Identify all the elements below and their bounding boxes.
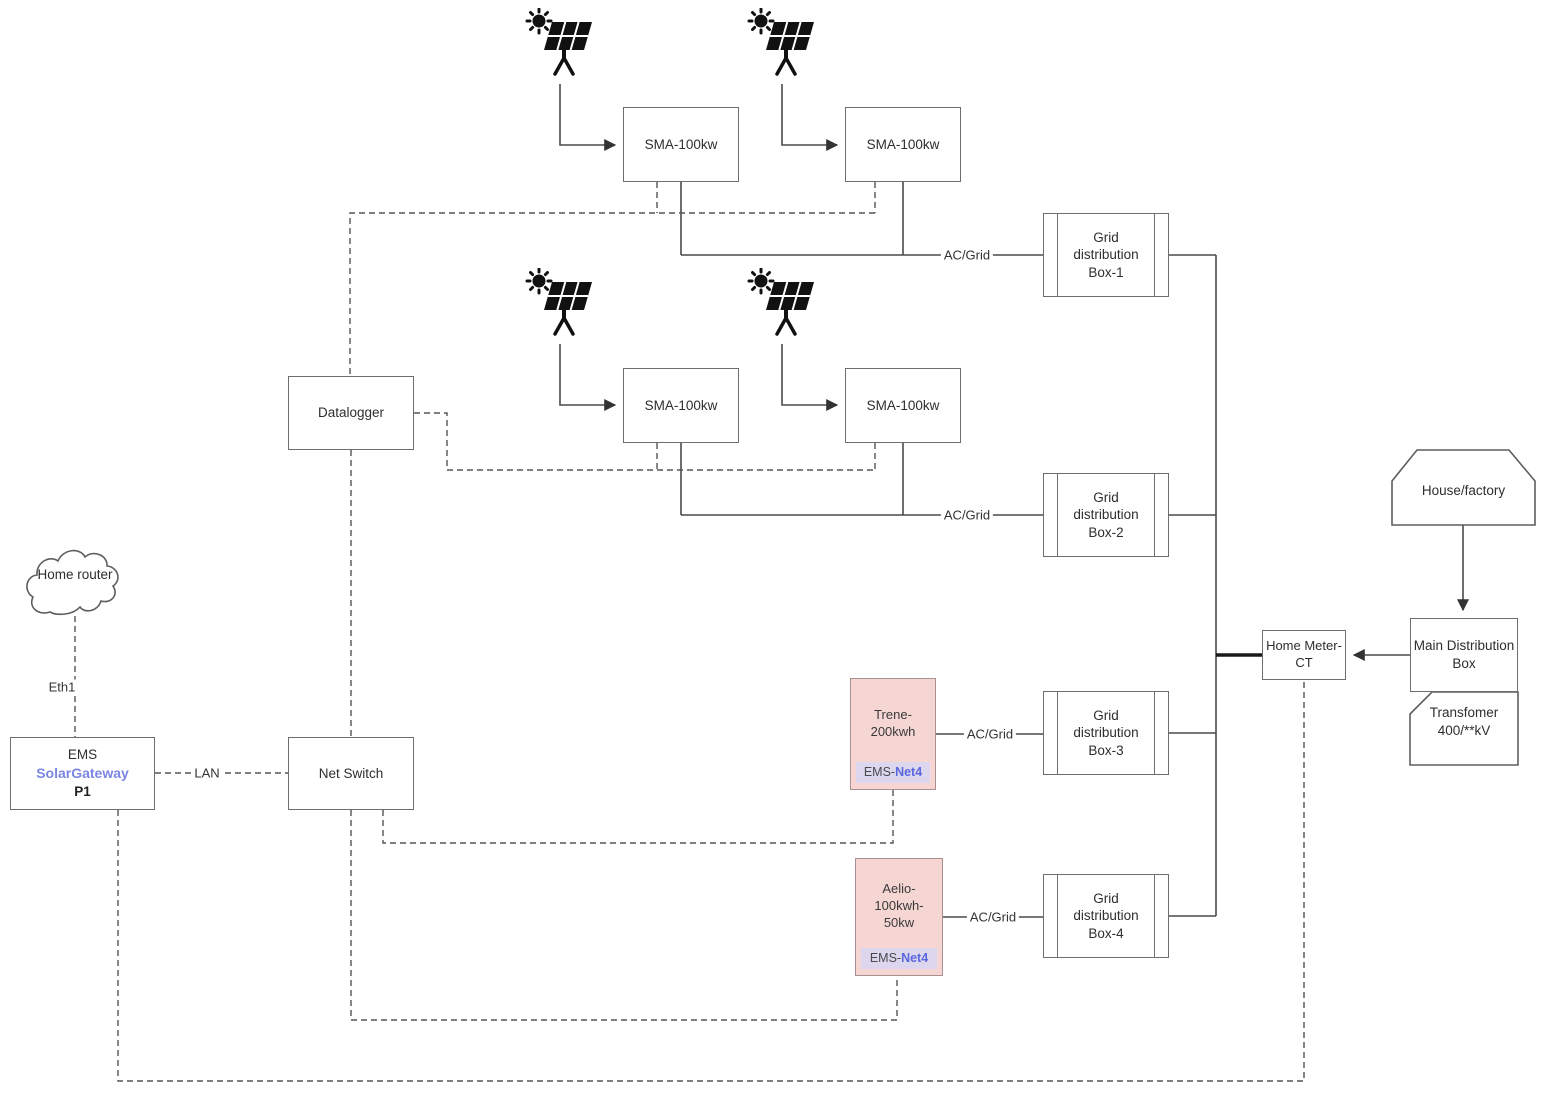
- ems-solargateway-box: EMS SolarGateway P1: [10, 737, 155, 810]
- grid-box-label: Grid distribution Box-4: [1073, 890, 1139, 941]
- ems-prefix: EMS-: [869, 951, 902, 966]
- power-wires: [680, 182, 1262, 918]
- house-factory-shape: [1391, 449, 1536, 526]
- grid-box-label: Grid distribution Box-3: [1073, 707, 1139, 758]
- flow-arrows: [559, 84, 1469, 661]
- battery-name: Aelio-100kwh-50kw: [874, 881, 924, 930]
- eth1-label: Eth1: [45, 679, 79, 695]
- ems-net-label: Net4: [901, 951, 929, 966]
- grid-distribution-box-2: Grid distribution Box-2: [1043, 473, 1169, 557]
- main-distribution-box: Main Distribution Box: [1410, 618, 1518, 692]
- home-meter-label: Home Meter-CT: [1266, 638, 1342, 670]
- lan-label: LAN: [191, 765, 223, 781]
- home-meter-ct-box: Home Meter-CT: [1262, 630, 1346, 680]
- inverter-sma-3: SMA-100kw: [623, 368, 739, 443]
- grid-distribution-box-1: Grid distribution Box-1: [1043, 213, 1169, 297]
- grid-box-label: Grid distribution Box-2: [1073, 489, 1139, 540]
- ac-grid-label-4: AC/Grid: [966, 909, 1020, 925]
- main-distribution-label: Main Distribution Box: [1413, 638, 1515, 671]
- inverter-label: SMA-100kw: [644, 136, 718, 152]
- datalogger-label: Datalogger: [317, 405, 385, 421]
- battery-trene: Trene-200kwh EMS-Net4: [850, 678, 936, 790]
- p1-label: P1: [74, 783, 91, 799]
- grid-box-label: Grid distribution Box-1: [1073, 229, 1139, 280]
- inverter-label: SMA-100kw: [866, 397, 940, 413]
- net-switch-label: Net Switch: [318, 765, 384, 781]
- solar-panel-icon: [747, 8, 816, 76]
- ems-label: EMS: [67, 746, 98, 762]
- solar-panel-icon: [747, 268, 816, 336]
- network-wires-dashed: [74, 182, 1305, 1082]
- ac-grid-label-1: AC/Grid: [940, 247, 994, 263]
- inverter-sma-2: SMA-100kw: [845, 107, 961, 182]
- inverter-label: SMA-100kw: [644, 397, 718, 413]
- inverter-sma-1: SMA-100kw: [623, 107, 739, 182]
- battery-ems-net-badge: EMS-Net4: [856, 762, 930, 783]
- grid-distribution-box-4: Grid distribution Box-4: [1043, 874, 1169, 958]
- grid-distribution-box-3: Grid distribution Box-3: [1043, 691, 1169, 775]
- solargateway-label: SolarGateway: [36, 765, 129, 782]
- datalogger-box: Datalogger: [288, 376, 414, 450]
- home-router-cloud-shape: [26, 549, 119, 616]
- ems-prefix: EMS-: [863, 765, 896, 780]
- inverter-label: SMA-100kw: [866, 136, 940, 152]
- battery-aelio: Aelio-100kwh-50kw EMS-Net4: [855, 858, 943, 976]
- solar-panel-icon: [525, 8, 594, 76]
- ac-grid-label-3: AC/Grid: [963, 726, 1017, 742]
- battery-name: Trene-200kwh: [870, 706, 916, 739]
- ems-net-label: Net4: [895, 765, 923, 780]
- net-switch-box: Net Switch: [288, 737, 414, 810]
- battery-ems-net-badge: EMS-Net4: [861, 948, 937, 969]
- ac-grid-label-2: AC/Grid: [940, 507, 994, 523]
- inverter-sma-4: SMA-100kw: [845, 368, 961, 443]
- solar-panel-icon: [525, 268, 594, 336]
- transformer-shape: [1409, 691, 1519, 766]
